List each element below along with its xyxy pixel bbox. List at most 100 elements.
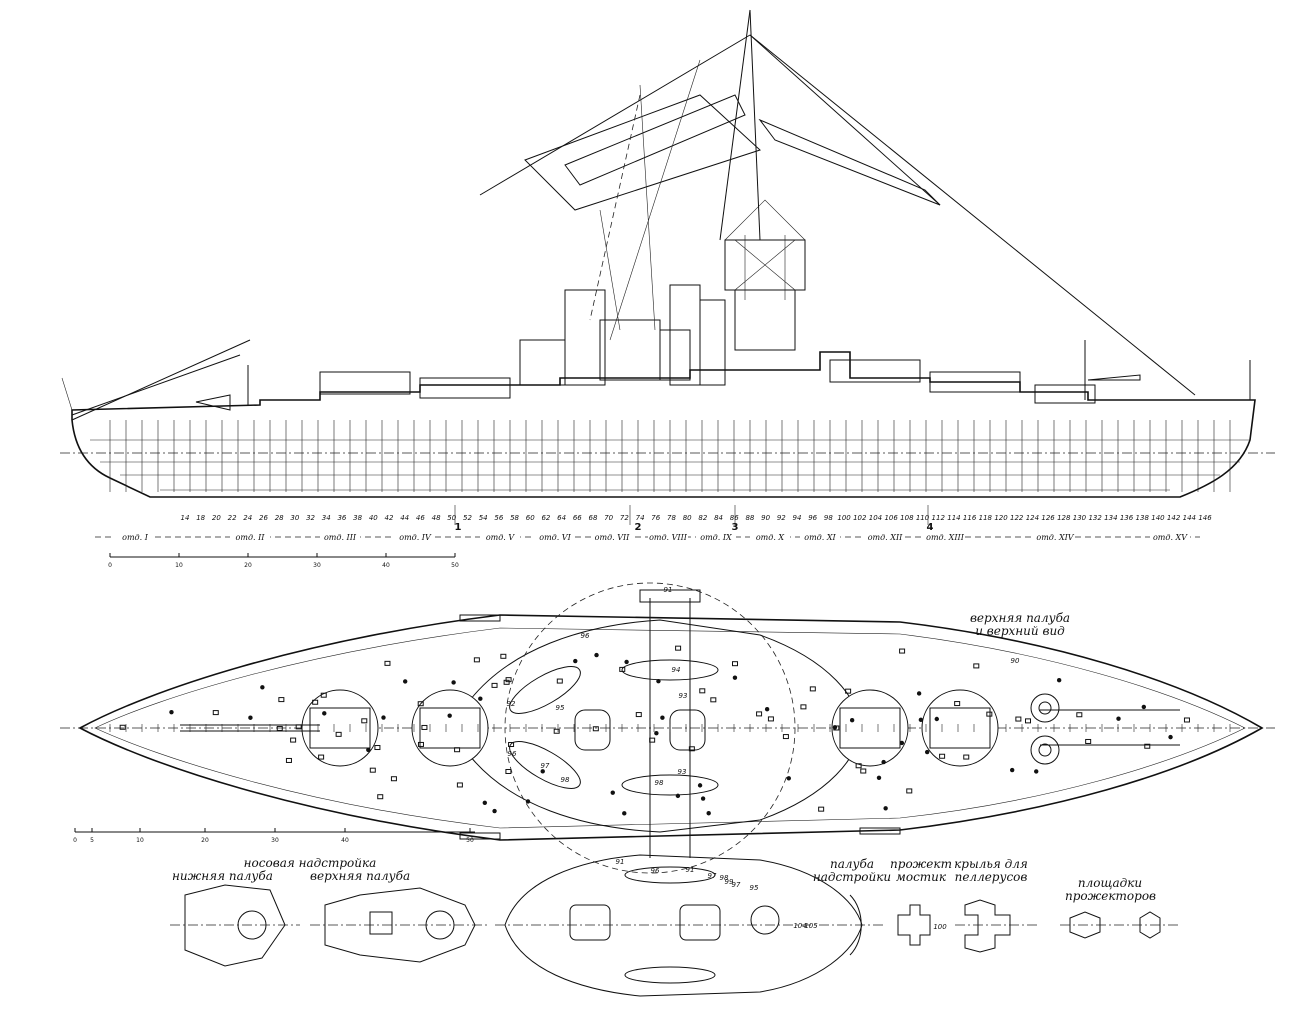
deck-fitting [1009, 767, 1015, 773]
frame-number: 68 [589, 514, 598, 522]
compartment-bg [696, 531, 736, 541]
deck-fitting [556, 678, 563, 684]
compartment-label: отд. XIII [926, 533, 965, 542]
deck-fitting [500, 653, 507, 659]
compartment-label: отд. XI [804, 533, 836, 542]
deck-fitting [505, 768, 512, 774]
compartment-bg [648, 531, 688, 541]
deck-fitting [619, 666, 626, 672]
deck-fitting [849, 718, 855, 723]
deck-fitting [845, 688, 852, 694]
deck-fitting [973, 663, 980, 669]
deck-fitting [377, 794, 384, 800]
callout-number: 100 [933, 923, 947, 931]
frame-number: 42 [385, 514, 394, 522]
callout-number: 98 [561, 776, 570, 784]
deck-fitting [899, 740, 905, 746]
deck-fitting [1015, 716, 1022, 722]
deck-fitting [278, 697, 285, 703]
turret-house [419, 707, 481, 749]
deck-fitting [916, 691, 922, 696]
scale-label: 50 [466, 837, 474, 844]
deck-fitting [1144, 743, 1151, 749]
deck-fitting [1183, 717, 1190, 723]
deck-fitting [540, 769, 545, 774]
compartment-bg [1150, 531, 1190, 541]
deck-fitting [454, 747, 461, 753]
frame-number: 144 [1183, 514, 1196, 522]
deck-fitting [732, 661, 739, 667]
deck-fitting [212, 710, 219, 716]
deck-fitting [800, 704, 807, 710]
deck-fitting [361, 718, 368, 724]
frame-number: 46 [416, 514, 425, 522]
deck-fitting [756, 711, 763, 717]
deck-fitting [688, 746, 695, 752]
compartment-bg [800, 531, 840, 541]
deck-fitting [649, 737, 656, 743]
deck-fitting [1025, 718, 1032, 724]
frame-number: 44 [400, 514, 409, 522]
deck-fitting [447, 713, 452, 718]
pelorus-wings-label: крылья для пеллерусов [954, 857, 1028, 884]
compartment-label: отд. XII [868, 533, 903, 542]
compartment-bg [1035, 531, 1075, 541]
compartment-label: отд. X [756, 533, 785, 542]
deck-fitting [924, 749, 930, 755]
frame-number: 106 [884, 514, 898, 522]
section-number: 4 [927, 522, 934, 533]
compartment-bg [320, 531, 360, 541]
frame-number: 134 [1104, 514, 1117, 522]
frame-number: 86 [730, 514, 739, 522]
frame-number: 24 [243, 514, 252, 522]
callout-number: 98 [720, 874, 729, 882]
frame-number: 90 [761, 514, 770, 522]
section-number: 1 [455, 522, 462, 533]
deck-fitting [322, 711, 327, 716]
deck-fitting [986, 711, 993, 717]
frame-number: 56 [494, 514, 503, 522]
compartment-label: отд. VII [595, 533, 630, 542]
searchlight [1030, 735, 1060, 765]
deck-fitting [1168, 734, 1173, 740]
frame-number: 60 [526, 514, 535, 522]
deck-fitting [732, 675, 738, 680]
compartment-bg [865, 531, 905, 541]
deck-fitting [248, 715, 253, 720]
deck-fitting [610, 790, 615, 795]
deck-fitting [786, 776, 791, 781]
frame-number: 126 [1041, 514, 1055, 522]
frame-number: 94 [793, 514, 802, 522]
deck-fitting [624, 659, 629, 665]
frame-number: 30 [290, 514, 299, 522]
frame-number: 82 [698, 514, 707, 522]
callout-number: 95 [556, 704, 565, 712]
compartment-label: отд. IV [399, 533, 432, 542]
scale-label: 30 [313, 562, 321, 569]
deck-fitting [366, 747, 371, 753]
frame-number: 26 [259, 514, 268, 522]
searchlight-lens [1038, 701, 1052, 715]
scale-label: 40 [382, 562, 390, 569]
compartment-label: отд. II [236, 533, 266, 542]
deck-fitting [169, 709, 174, 715]
deck-fitting [473, 657, 480, 663]
frame-number: 146 [1198, 514, 1212, 522]
frame-number: 14 [181, 514, 190, 522]
deck-fitting [525, 799, 531, 804]
scale-label: 20 [201, 837, 209, 844]
frame-number: 122 [1010, 514, 1024, 522]
deck-fitting [963, 754, 970, 760]
compartment-bg [925, 531, 965, 541]
deck-fitting [295, 724, 302, 730]
searchlight-bridge-label: прожект мостик [890, 857, 952, 884]
deck-fitting [573, 658, 578, 664]
frame-number: 32 [306, 514, 315, 522]
callout-number: 105 [804, 922, 818, 930]
deck-fitting [320, 692, 327, 698]
frame-number: 54 [479, 514, 488, 522]
deck-fitting [899, 648, 906, 654]
frame-number: 114 [947, 514, 960, 522]
frame-number: 84 [714, 514, 723, 522]
